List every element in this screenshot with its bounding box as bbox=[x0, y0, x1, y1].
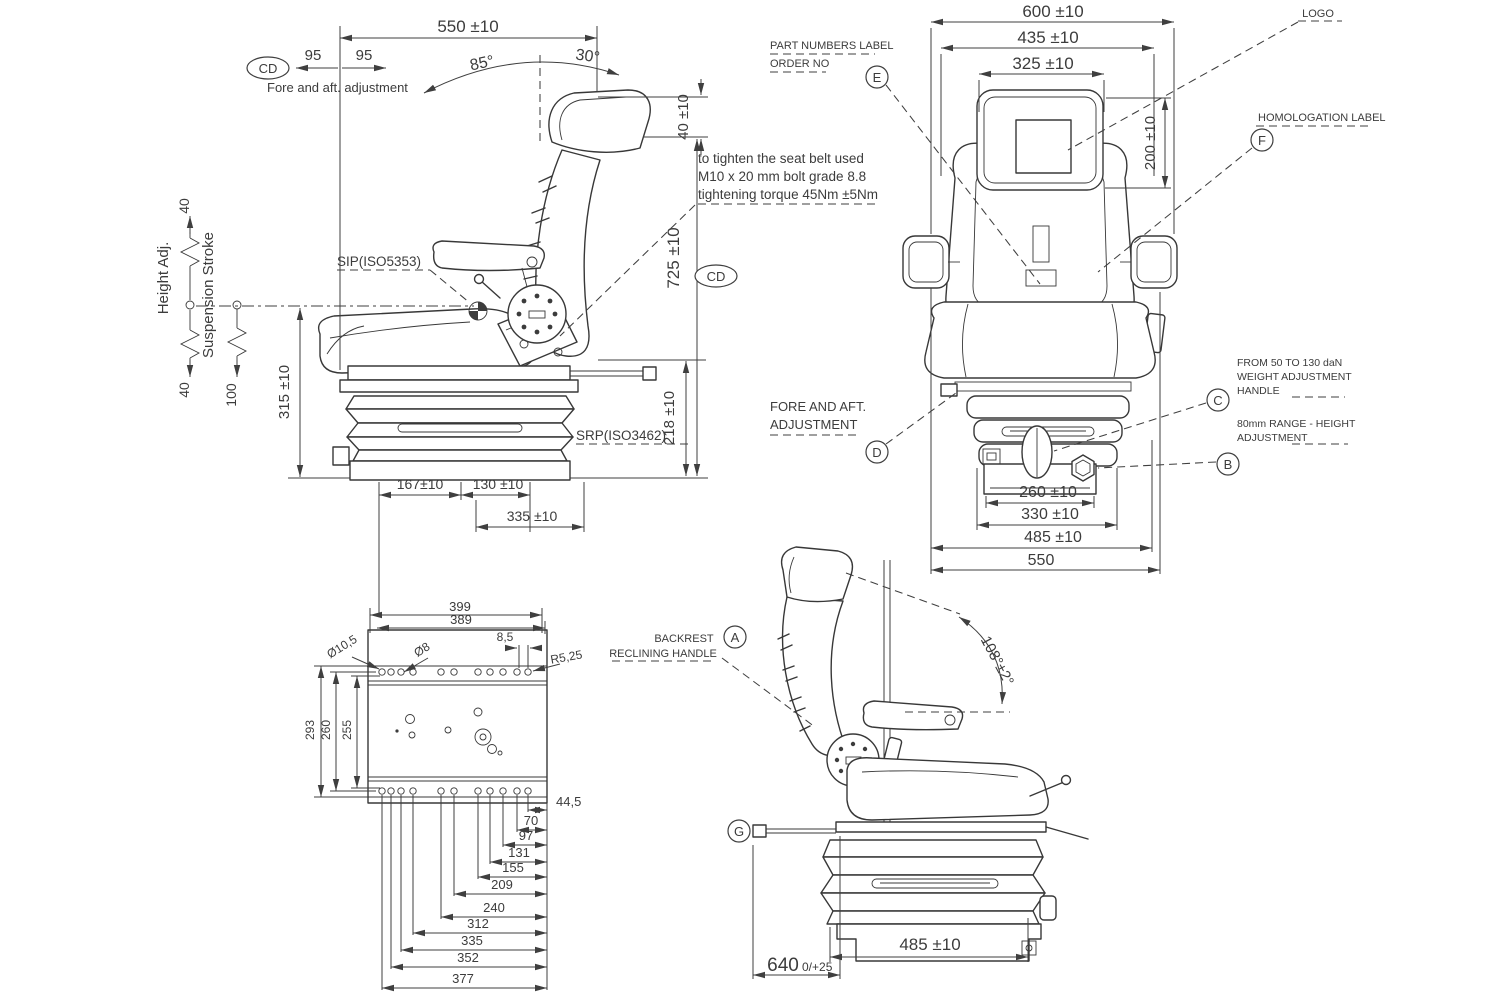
dim-640: 640 bbox=[767, 955, 799, 976]
dim-70: 70 bbox=[524, 813, 538, 828]
dim-8-5: 8,5 bbox=[497, 630, 514, 644]
height-adj-top-value: 40 bbox=[176, 198, 192, 214]
balloon-f: F bbox=[1250, 128, 1274, 152]
dim-260-plate: 260 bbox=[319, 720, 333, 740]
logo-area bbox=[1015, 119, 1072, 174]
part-numbers-line1: PART NUMBERS LABEL bbox=[770, 40, 894, 52]
dim-167: 167±10 bbox=[397, 476, 444, 492]
side-view-2: BACKREST RECLINING HANDLE A 108°±2° G 48… bbox=[609, 546, 1089, 979]
dim-389: 389 bbox=[450, 612, 472, 627]
dim-325: 325 ±10 bbox=[1012, 54, 1073, 73]
side-view-seat-drawing bbox=[317, 89, 657, 481]
fore-aft-line1: FORE AND AFT. bbox=[770, 399, 866, 414]
dim-97: 97 bbox=[519, 828, 533, 843]
balloon-a-letter: A bbox=[731, 630, 740, 645]
front-view: 600 ±10 435 ±10 325 ±10 200 ±10 LOGO PAR… bbox=[770, 2, 1386, 574]
dim-130: 130 ±10 bbox=[473, 476, 524, 492]
dim-640-tol: 0/+25 bbox=[802, 960, 833, 974]
height-adj-line1: 80mm RANGE - HEIGHT bbox=[1237, 418, 1356, 430]
dia-10-5: Ø10,5 bbox=[324, 632, 359, 661]
weight-adj-line1: FROM 50 TO 130 daN bbox=[1237, 357, 1342, 369]
logo-label: LOGO bbox=[1302, 8, 1334, 20]
side-view-2-seat-drawing bbox=[766, 546, 1089, 962]
dim-95-left: 95 bbox=[305, 47, 322, 64]
dim-330-front: 330 ±10 bbox=[1021, 506, 1079, 523]
weight-adj-line3: HANDLE bbox=[1237, 385, 1280, 397]
dim-335-plate: 335 bbox=[461, 933, 483, 948]
dim-377: 377 bbox=[452, 971, 474, 986]
sip-label: SIP(ISO5353) bbox=[337, 254, 421, 269]
backrest-label-line2: RECLINING HANDLE bbox=[609, 648, 717, 660]
side-view: 550 ±10 CD 95 95 Fore and aft. adjustmen… bbox=[155, 17, 880, 615]
angle-85: 85° bbox=[468, 53, 495, 75]
dim-95-right: 95 bbox=[356, 47, 373, 64]
balloon-d: D bbox=[865, 440, 889, 464]
dim-312: 312 bbox=[467, 916, 489, 931]
dim-435: 435 ±10 bbox=[1017, 28, 1078, 47]
radius-5-25: R5,25 bbox=[549, 647, 583, 666]
dim-399: 399 bbox=[449, 599, 471, 614]
cd-datum-label: CD bbox=[259, 61, 278, 76]
angle-30: 30° bbox=[574, 46, 600, 66]
balloon-a: A bbox=[723, 625, 747, 649]
homologation-label: HOMOLOGATION LABEL bbox=[1258, 112, 1386, 124]
dim-600: 600 ±10 bbox=[1022, 2, 1083, 21]
balloon-c-letter: C bbox=[1213, 393, 1222, 408]
height-adj-label: Height Adj. bbox=[155, 242, 172, 315]
fore-aft-note: Fore and aft. adjustment bbox=[267, 80, 408, 95]
plate-view: 399 389 8,5 Ø10,5 Ø8 R5,25 293 260 255 bbox=[303, 599, 584, 992]
balloon-b: B bbox=[1216, 452, 1240, 476]
backrest-label-line1: BACKREST bbox=[654, 633, 714, 645]
dim-725: 725 ±10 bbox=[664, 227, 683, 288]
balloon-f-letter: F bbox=[1258, 133, 1266, 148]
dim-550: 550 ±10 bbox=[437, 17, 498, 36]
cd-datum-label-2: CD bbox=[707, 269, 726, 284]
dim-40-10: 40 ±10 bbox=[675, 94, 692, 140]
dim-200: 200 ±10 bbox=[1142, 116, 1159, 170]
dim-44-5: 44,5 bbox=[556, 794, 581, 809]
balloon-g: G bbox=[727, 819, 751, 843]
belt-note-line3: tightening torque 45Nm ±5Nm bbox=[698, 187, 878, 202]
dim-550-front: 550 bbox=[1028, 552, 1055, 569]
front-view-seat-drawing bbox=[902, 89, 1178, 495]
balloon-b-letter: B bbox=[1224, 457, 1233, 472]
part-numbers-line2: ORDER NO bbox=[770, 58, 830, 70]
height-adj-line2: ADJUSTMENT bbox=[1237, 432, 1308, 444]
dim-155: 155 bbox=[502, 860, 524, 875]
dim-293: 293 bbox=[303, 720, 317, 740]
dim-209: 209 bbox=[491, 877, 513, 892]
height-adj-bottom-value: 40 bbox=[176, 382, 192, 398]
balloon-g-letter: G bbox=[734, 824, 744, 839]
dim-255: 255 bbox=[340, 720, 354, 740]
dim-131: 131 bbox=[508, 845, 530, 860]
balloon-d-letter: D bbox=[872, 445, 881, 460]
dim-240: 240 bbox=[483, 900, 505, 915]
suspension-stroke-label: Suspension Stroke bbox=[200, 232, 217, 358]
dim-485-side2: 485 ±10 bbox=[899, 935, 960, 954]
dim-485-front: 485 ±10 bbox=[1024, 529, 1082, 546]
balloon-e: E bbox=[865, 65, 889, 89]
suspension-stroke-value: 100 bbox=[223, 383, 239, 407]
dim-260-front: 260 ±10 bbox=[1019, 484, 1077, 501]
dim-352: 352 bbox=[457, 950, 479, 965]
weight-adj-line2: WEIGHT ADJUSTMENT bbox=[1237, 371, 1352, 383]
fore-aft-line2: ADJUSTMENT bbox=[770, 417, 857, 432]
balloon-c: C bbox=[1206, 388, 1230, 412]
angle-108: 108°±2° bbox=[977, 633, 1017, 688]
plate-drawing bbox=[367, 629, 548, 804]
dim-218: 218 ±10 bbox=[661, 391, 678, 445]
srp-label: SRP(ISO3462) bbox=[576, 428, 666, 443]
balloon-e-letter: E bbox=[873, 70, 882, 85]
belt-note-line2: M10 x 20 mm bolt grade 8.8 bbox=[698, 169, 866, 184]
belt-note-line1: to tighten the seat belt used bbox=[698, 151, 864, 166]
dim-335: 335 ±10 bbox=[507, 508, 558, 524]
dim-315: 315 ±10 bbox=[276, 365, 293, 419]
